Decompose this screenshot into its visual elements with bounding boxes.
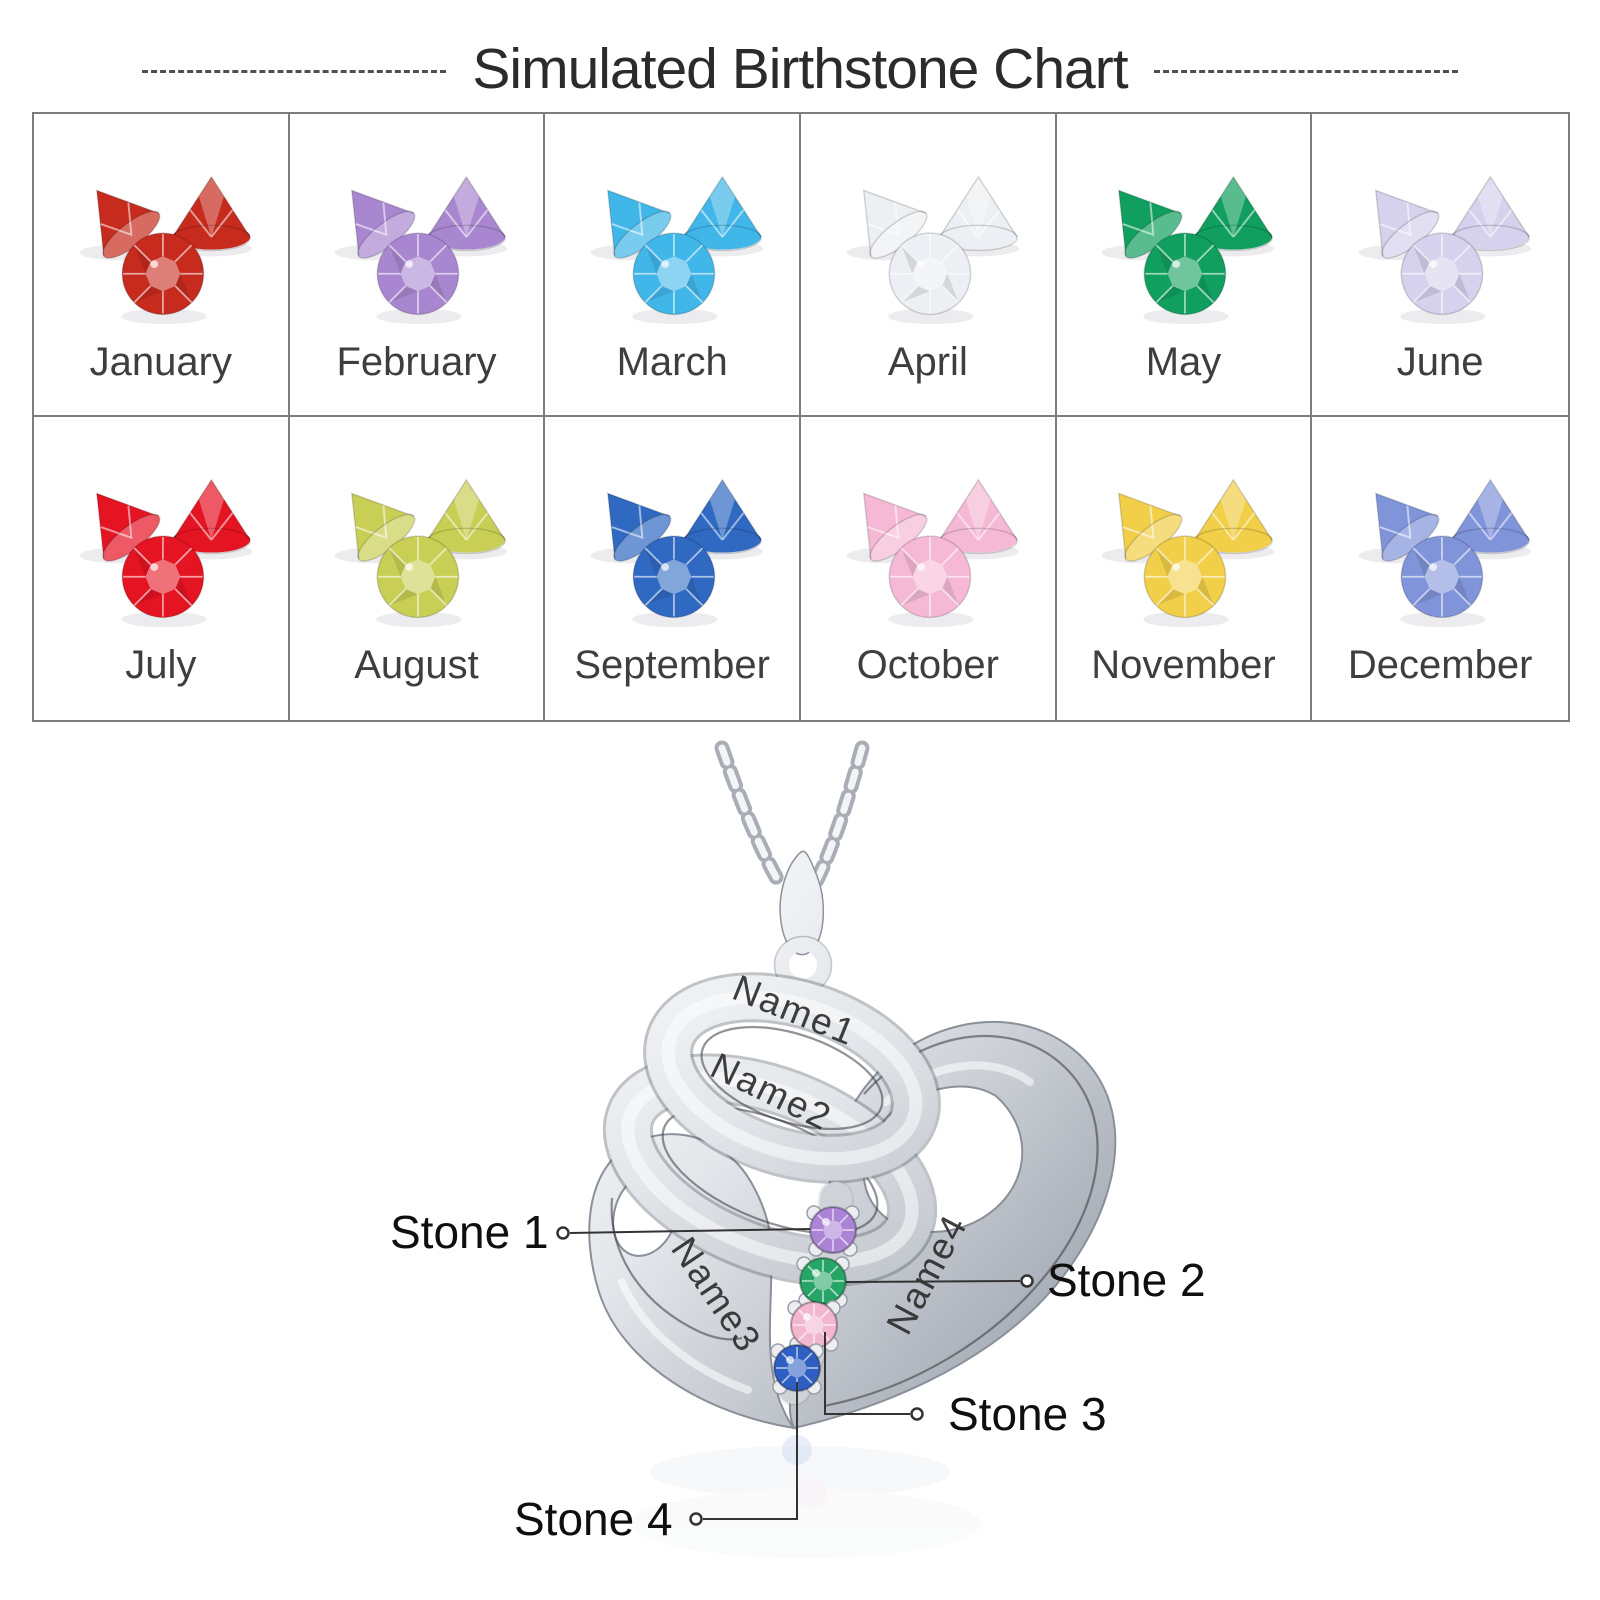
month-label: October [856, 643, 999, 687]
stone-strip-edge [776, 1180, 854, 1406]
month-cell-september: September [545, 417, 801, 720]
month-label: April [887, 340, 968, 384]
heart-left-band [588, 1133, 797, 1430]
gem-cluster [37, 142, 285, 328]
heart-right-band [788, 1020, 1117, 1430]
gem-cluster [292, 142, 540, 328]
month-cell-july: July [34, 417, 290, 720]
month-cell-june: June [1312, 114, 1568, 417]
month-cell-february: February [289, 114, 546, 417]
engraving-name2: Name2 [704, 1045, 838, 1139]
month-cell-october: October [801, 417, 1057, 720]
month-cell-may: May [1056, 114, 1313, 417]
gem-cluster [804, 445, 1052, 631]
gem-cluster [548, 445, 796, 631]
engraving-name1: Name1 [727, 967, 862, 1053]
heart-left-groove [610, 1197, 743, 1341]
pendant-reflection [631, 1435, 981, 1558]
bail-ring [775, 937, 831, 993]
month-cell-august: August [290, 417, 546, 720]
month-cell-january: January [34, 114, 290, 417]
callout-line-stone4 [689, 1382, 798, 1526]
callout-line-stone2 [845, 1274, 1034, 1288]
chart-title: Simulated Birthstone Chart [472, 37, 1128, 101]
month-label: July [125, 643, 197, 687]
gem-cluster [1316, 142, 1564, 328]
stone-label-1: Stone 1 [390, 1206, 549, 1258]
dashed-divider-right [1153, 69, 1458, 73]
chain-left-strand [714, 740, 788, 892]
gem-cluster [37, 445, 285, 631]
month-label: May [1145, 340, 1222, 384]
birthstone-1 [806, 1205, 860, 1257]
stone-label-2: Stone 2 [1047, 1254, 1206, 1306]
stone-label-4: Stone 4 [514, 1493, 673, 1545]
month-label: November [1091, 643, 1276, 687]
month-label: June [1396, 340, 1484, 384]
month-label: December [1347, 643, 1533, 687]
month-cell-december: December [1312, 417, 1568, 720]
bail-ring-rim [773, 935, 833, 995]
pendant-bail [779, 850, 825, 956]
callout-line-stone1 [556, 1226, 811, 1240]
chain-right-strand [808, 740, 870, 890]
month-label: September [574, 643, 770, 687]
stone-strip [778, 1182, 852, 1404]
birthstone-3 [787, 1300, 841, 1352]
gem-cluster [292, 445, 540, 631]
month-cell-november: November [1057, 417, 1313, 720]
dashed-divider-left [142, 69, 447, 73]
month-label: February [336, 340, 497, 384]
gem-cluster [1316, 445, 1564, 631]
heart-right-groove [823, 1034, 1099, 1408]
stone-label-3: Stone 3 [948, 1388, 1107, 1440]
month-label: January [89, 340, 232, 384]
month-cell-april: April [801, 114, 1057, 417]
callout-line-stone3 [824, 1332, 924, 1421]
gem-cluster [1059, 142, 1307, 328]
month-label: March [616, 340, 728, 384]
month-label: August [354, 643, 479, 687]
engraving-name3: Name3 [663, 1230, 769, 1360]
month-cell-march: March [545, 114, 801, 417]
birthstone-2 [796, 1256, 850, 1308]
header: Simulated Birthstone Chart [0, 34, 1600, 104]
engraving-name4: Name4 [879, 1207, 976, 1340]
gem-cluster [548, 142, 796, 328]
gem-cluster [804, 142, 1052, 328]
birthstone-table: January February March April May June Ju… [32, 112, 1570, 722]
heart-loop-name1 [643, 972, 941, 1184]
gem-cluster [1059, 445, 1307, 631]
heart-loop-name2 [602, 1053, 938, 1287]
birthstone-4 [770, 1343, 824, 1395]
